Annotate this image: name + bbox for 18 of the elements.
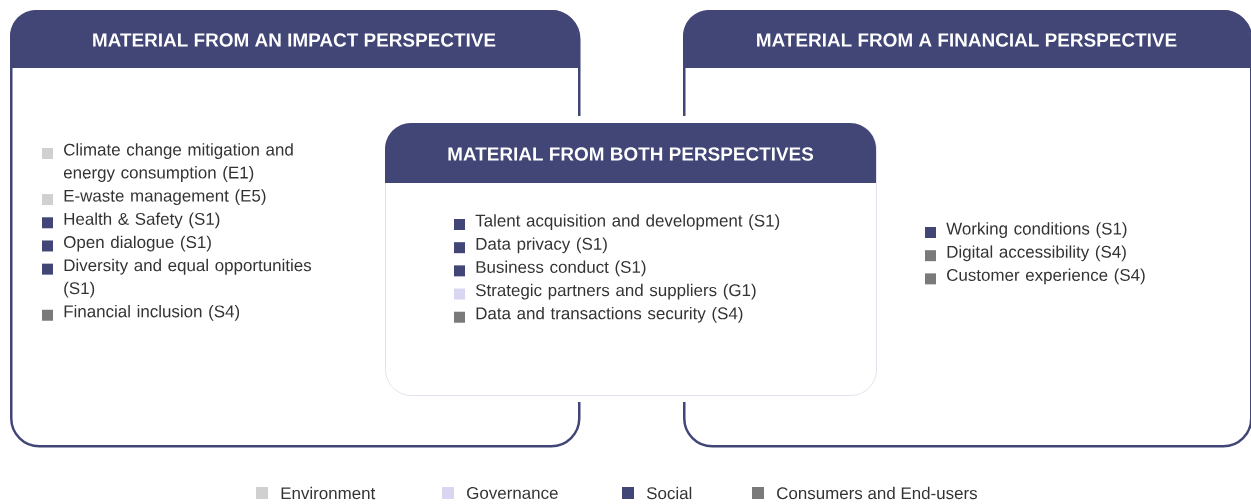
list-item: E-waste management (E5) (64, 189, 266, 206)
list-item: Data and transactions security (S4) (476, 306, 743, 323)
list-item: Health & Safety (S1) (64, 212, 220, 229)
list-item: Open dialogue (S1) (64, 235, 211, 252)
list-item: Strategic partners and suppliers (G1) (475, 283, 756, 300)
list-item: Business conduct (S1) (476, 260, 646, 277)
legend-label: Environment (281, 486, 376, 500)
legend-label: Consumers and End-users (777, 486, 977, 500)
legend-label: Governance (467, 487, 558, 499)
list-item: Climate change mitigation and energy consumption (E1) (63, 143, 293, 182)
list-item: Digital accessibility (S4) (947, 245, 1126, 262)
list-item: Data privacy (S1) (476, 237, 607, 254)
legend-label: Social (646, 486, 692, 500)
list-item: Customer experience (S4) (947, 268, 1145, 285)
list-item: Financial inclusion (S4) (64, 304, 240, 321)
list-item: Diversity and equal opportunities (S1) (64, 258, 312, 298)
list-item: Talent acquisition and development (S1) (475, 214, 780, 230)
list-item: Working conditions (S1) (946, 222, 1127, 238)
